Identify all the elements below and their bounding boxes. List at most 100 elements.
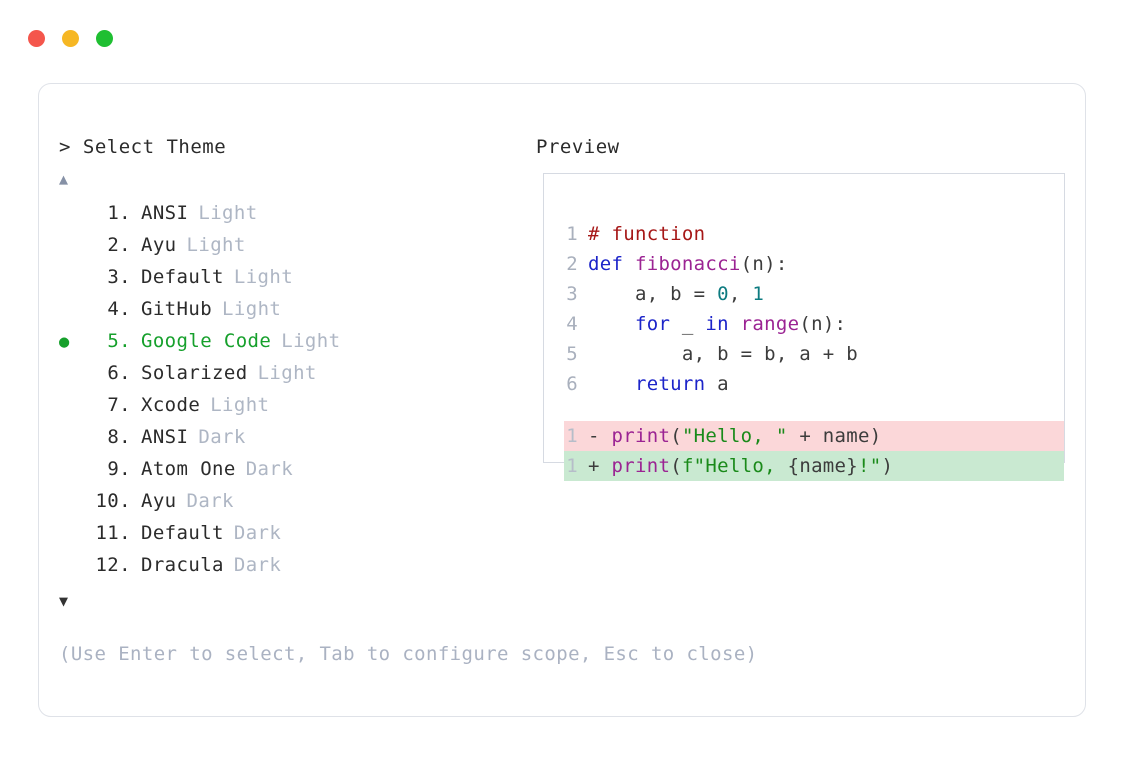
code-token: f"Hello, (681, 455, 788, 477)
code-token: - (588, 425, 612, 447)
code-text: return a (588, 369, 729, 399)
code-token: a, b = (588, 283, 718, 305)
code-spacer (564, 399, 1064, 421)
theme-index: 1. (107, 202, 131, 224)
code-token: {name} (787, 455, 859, 477)
theme-name: Default (141, 266, 224, 288)
line-number: 6 (566, 373, 578, 395)
code-token: 1 (752, 283, 765, 305)
code-token: fibonacci (634, 253, 741, 275)
theme-name: Ayu (141, 234, 177, 256)
code-line: 3 a, b = 0, 1 (564, 279, 1064, 309)
code-token: ) (881, 455, 894, 477)
minimize-button[interactable] (62, 30, 79, 47)
code-token: in (705, 313, 729, 335)
theme-name: Google Code (141, 330, 272, 352)
theme-name: Atom One (141, 458, 236, 480)
theme-name: Default (141, 522, 224, 544)
theme-variant: Light (210, 394, 270, 416)
theme-index: 5. (107, 330, 131, 352)
theme-name: ANSI (141, 202, 189, 224)
theme-list-item[interactable]: 2. Ayu Light (59, 234, 509, 266)
close-button[interactable] (28, 30, 45, 47)
code-text: a, b = b, a + b (588, 339, 858, 369)
theme-name: ANSI (141, 426, 189, 448)
code-token: (n): (799, 313, 847, 335)
theme-name: Xcode (141, 394, 201, 416)
code-line: 6 return a (564, 369, 1064, 399)
code-text: + print(f"Hello, {name}!") (588, 451, 895, 481)
code-text: a, b = 0, 1 (588, 279, 764, 309)
code-line: 5 a, b = b, a + b (564, 339, 1064, 369)
theme-name: Dracula (141, 554, 224, 576)
code-text: - print("Hello, " + name) (588, 421, 884, 451)
code-line: 2 def fibonacci(n): (564, 249, 1064, 279)
theme-list-item[interactable]: 4. GitHub Light (59, 298, 509, 330)
code-text: def fibonacci(n): (588, 249, 788, 279)
code-diff-line: 1 + print(f"Hello, {name}!") (564, 451, 1064, 481)
code-token: def (588, 253, 635, 275)
code-token: _ (670, 313, 706, 335)
scroll-up-icon[interactable]: ▲ (59, 170, 69, 188)
code-token: a (705, 373, 729, 395)
theme-variant: Light (281, 330, 341, 352)
code-line: 4 for _ in range(n): (564, 309, 1064, 339)
theme-index: 7. (107, 394, 131, 416)
theme-name: GitHub (141, 298, 213, 320)
code-token: print (611, 455, 671, 477)
theme-variant: Light (222, 298, 282, 320)
theme-variant: Dark (245, 458, 294, 480)
theme-name: Solarized (141, 362, 248, 384)
theme-list-item[interactable]: 3. Default Light (59, 266, 509, 298)
code-token (588, 313, 635, 335)
code-token: range (740, 313, 800, 335)
code-line: 1# function (564, 219, 1064, 249)
line-number: 4 (566, 313, 578, 335)
code-token: , (728, 283, 753, 305)
theme-list-item[interactable]: 1. ANSI Light (59, 202, 509, 234)
line-number: 1 (566, 425, 578, 447)
theme-variant: Light (186, 234, 246, 256)
theme-index: 8. (107, 426, 131, 448)
line-number: 5 (566, 343, 578, 365)
code-token: "Hello, " (681, 425, 788, 447)
theme-list-item[interactable]: 7. Xcode Light (59, 394, 509, 426)
theme-index: 10. (95, 490, 131, 512)
theme-variant: Dark (233, 522, 282, 544)
scroll-down-icon[interactable]: ▼ (59, 592, 69, 610)
prompt-title: > Select Theme (59, 136, 227, 158)
line-number: 1 (566, 223, 578, 245)
theme-index: 4. (107, 298, 131, 320)
code-token: ( (670, 455, 682, 477)
line-number: 1 (566, 455, 578, 477)
code-token: !" (858, 455, 882, 477)
theme-list-item[interactable]: 6. Solarized Light (59, 362, 509, 394)
line-number: 2 (566, 253, 578, 275)
theme-index: 3. (107, 266, 131, 288)
theme-index: 2. (107, 234, 131, 256)
code-token: + name) (787, 425, 882, 447)
theme-variant: Light (257, 362, 317, 384)
preview-title: Preview (536, 136, 620, 158)
theme-variant: Light (233, 266, 294, 288)
theme-index: 6. (107, 362, 131, 384)
code-token: 0 (717, 283, 729, 305)
theme-variant: Light (198, 202, 258, 224)
keyboard-hint: (Use Enter to select, Tab to configure s… (59, 643, 758, 665)
code-token: ( (670, 425, 682, 447)
code-token: + (588, 455, 612, 477)
theme-index: 9. (107, 458, 131, 480)
theme-list-item[interactable]: 9. Atom One Dark (59, 458, 509, 490)
code-token: print (611, 425, 671, 447)
theme-variant: Dark (186, 490, 234, 512)
maximize-button[interactable] (96, 30, 113, 47)
line-number: 3 (566, 283, 578, 305)
